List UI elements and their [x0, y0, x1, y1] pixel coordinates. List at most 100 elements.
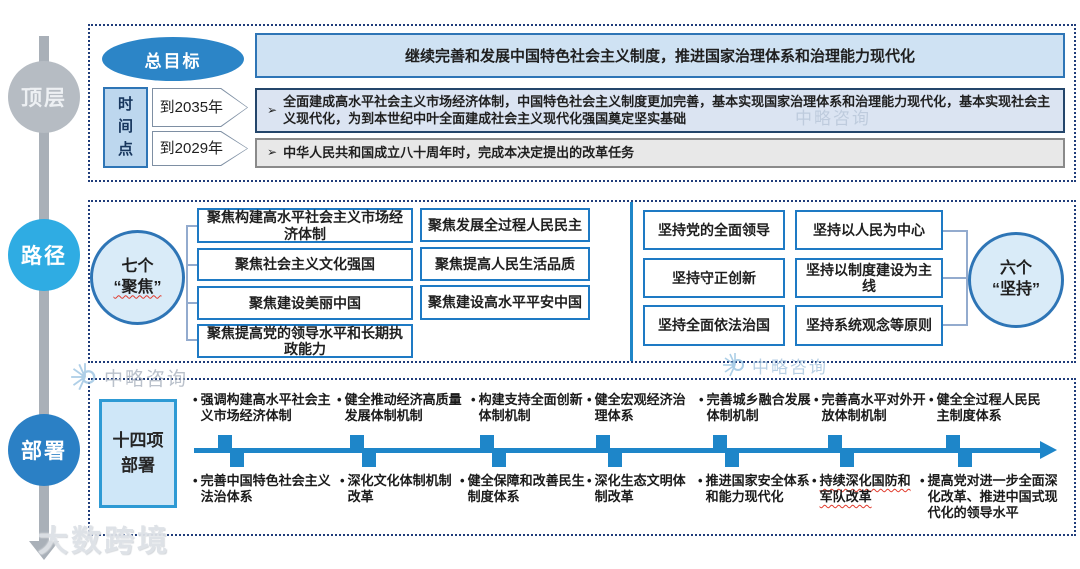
milestone-2029-pennant: 到2029年 [152, 131, 248, 166]
stage-circle-deploy: 部署 [8, 414, 80, 486]
timeline-tick-up [828, 435, 842, 450]
bullet-icon: • [337, 392, 342, 407]
stage-label: 顶层 [21, 87, 67, 110]
bullet-icon: • [699, 392, 704, 407]
persist-item-box: 坚持以制度建设为主线 [795, 258, 943, 298]
timeline-tick-down [492, 452, 506, 467]
brand-text: 大数跨境 [38, 525, 170, 558]
focus-item-text: 聚焦提高党的领导水平和长期执政能力 [207, 324, 403, 357]
bullet-icon: • [929, 392, 934, 407]
deploy-item: •健全保障和改善民生制度体系 [460, 473, 590, 505]
watermark-brand: 大数跨境 [38, 516, 170, 560]
deploy-item: •构建支持全面创新体制机制 [471, 392, 593, 424]
connector-line [186, 264, 197, 266]
timeline-tick-up [218, 435, 232, 450]
section-divider [630, 202, 633, 361]
connector-line [186, 225, 188, 341]
deploy-item-text: 提高党对进一步全面深化改革、推进中国式现代化的领导水平 [927, 473, 1058, 520]
focus-item-text: 聚焦提高人民生活品质 [435, 255, 575, 272]
bullet-icon: • [698, 473, 703, 488]
deploy-item: •深化文化体制机制改革 [340, 473, 464, 505]
timeline-tick-up [480, 435, 494, 450]
deploy-item-text: 健全推动经济高质量发展体制机制 [344, 392, 462, 423]
arrow-bullet-icon: ➢ [267, 145, 278, 160]
persist-item-text: 坚持党的全面领导 [658, 221, 770, 238]
milestone-2035-pennant: 到2035年 [152, 88, 248, 127]
timeline-tick-down [958, 452, 972, 467]
milestone-2035-text: 全面建成高水平社会主义市场经济体制，中国特色社会主义制度更加完善，基本实现国家治… [283, 93, 1051, 126]
deploy-item: •完善高水平对外开放体制机制 [814, 392, 926, 424]
focus-item-text: 聚焦构建高水平社会主义市场经济体制 [207, 209, 403, 242]
timeline-tick-down [230, 452, 244, 467]
six-persist-circle: 六个 “坚持” [968, 232, 1064, 328]
focus-item-text: 聚焦社会主义文化强国 [235, 256, 375, 273]
bullet-icon: • [812, 473, 817, 488]
arrow-bullet-icon: ➢ [267, 102, 278, 117]
persist-item-box: 坚持党的全面领导 [643, 210, 785, 250]
connector-line [943, 324, 966, 326]
focus-circle-line1: 七个 [121, 257, 154, 275]
persist-item-box: 坚持以人民为中心 [795, 210, 943, 250]
timeline-tick-up [596, 435, 610, 450]
focus-item-text: 聚焦建设高水平平安中国 [428, 294, 582, 311]
bullet-icon: • [920, 473, 925, 488]
seven-focus-circle: 七个 “聚焦” [90, 230, 185, 325]
focus-item-box: 聚焦建设高水平平安中国 [420, 285, 590, 320]
focus-item-box: 聚焦发展全过程人民民主 [420, 208, 590, 242]
bullet-icon: • [460, 473, 465, 488]
bullet-icon: • [340, 473, 345, 488]
milestone-2035-text-box: ➢ 全面建成高水平社会主义市场经济体制，中国特色社会主义制度更加完善，基本实现国… [255, 88, 1065, 133]
deploy-item-text: 持续深化国防和军队改革 [819, 473, 911, 504]
stage-circle-top-level: 顶层 [8, 61, 80, 133]
persist-item-text: 坚持全面依法治国 [658, 317, 770, 334]
persist-item-text: 坚持守正创新 [672, 269, 756, 286]
bullet-icon: • [587, 392, 592, 407]
persist-item-text: 坚持系统观念等原则 [806, 317, 932, 334]
milestone-2029-year: 到2029年 [153, 132, 247, 165]
bullet-icon: • [587, 473, 592, 488]
persist-item-text: 坚持以制度建设为主线 [806, 261, 932, 294]
persist-item-box: 坚持守正创新 [643, 258, 785, 298]
persist-circle-line2: “坚持” [991, 281, 1040, 298]
timeline-tick-up [350, 435, 364, 450]
deploy-item-text: 强调构建高水平社会主义市场经济体制 [200, 392, 331, 423]
deploy-item: •推进国家安全体系和能力现代化 [698, 473, 818, 505]
deploy-label-text: 十四项 部署 [112, 430, 164, 475]
connector-line [186, 339, 197, 341]
deploy-item: •持续深化国防和军队改革 [812, 473, 922, 505]
path-section: 七个 “聚焦” 聚焦构建高水平社会主义市场经济体制 聚焦社会主义文化强国 聚焦建… [88, 200, 1076, 363]
deploy-item: •完善中国特色社会主义法治体系 [193, 473, 341, 505]
focus-item-box: 聚焦提高党的领导水平和长期执政能力 [197, 324, 413, 358]
deploy-item-text: 深化生态文明体制改革 [594, 473, 686, 504]
bullet-icon: • [193, 473, 198, 488]
deploy-item-text: 构建支持全面创新体制机制 [478, 392, 583, 423]
persist-item-box: 坚持系统观念等原则 [795, 305, 943, 346]
timeline-tick-down [608, 452, 622, 467]
stage-label: 路径 [21, 245, 67, 268]
connector-line [966, 230, 968, 326]
connector-line [943, 277, 966, 279]
deploy-item: •完善城乡融合发展体制机制 [699, 392, 813, 424]
deploy-item-text: 推进国家安全体系和能力现代化 [705, 473, 810, 504]
timeline-arrow-right-icon [1040, 441, 1057, 459]
deploy-item-text: 完善中国特色社会主义法治体系 [200, 473, 331, 504]
stage-label: 部署 [21, 440, 67, 463]
deploy-item: •健全全过程人民民主制度体系 [929, 392, 1047, 424]
goal-text-box: 继续完善和发展中国特色社会主义制度，推进国家治理体系和治理能力现代化 [255, 33, 1065, 78]
timeline-tick-down [840, 452, 854, 467]
goal-ellipse: 总目标 [102, 37, 244, 81]
deploy-item-text: 健全宏观经济治理体系 [594, 392, 686, 423]
deploy-item: •深化生态文明体制改革 [587, 473, 693, 505]
deploy-item-text: 健全保障和改善民生制度体系 [467, 473, 585, 504]
timeline-tick-down [362, 452, 376, 467]
persist-item-text: 坚持以人民为中心 [813, 221, 925, 238]
connector-line [186, 302, 197, 304]
deploy-item-text: 健全全过程人民民主制度体系 [936, 392, 1041, 423]
focus-item-text: 聚焦发展全过程人民民主 [428, 216, 582, 233]
deploy-section: 十四项 部署 •强调构建高水平社会主义市场经济体制 •健全推动经济高质量发展体制… [88, 378, 1076, 536]
time-point-label: 时 间 点 [117, 95, 133, 158]
bullet-icon: • [471, 392, 476, 407]
focus-item-box: 聚焦构建高水平社会主义市场经济体制 [197, 208, 413, 243]
connector-line [186, 225, 197, 227]
